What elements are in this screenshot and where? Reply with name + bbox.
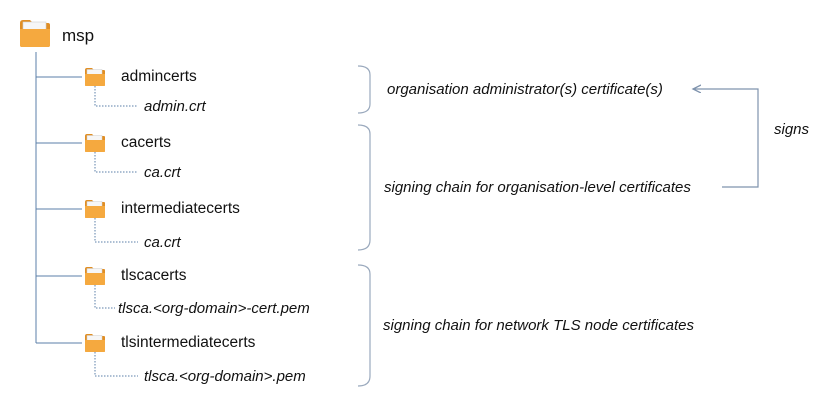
root-folder-label: msp bbox=[62, 26, 95, 45]
bracket-tls-chain bbox=[357, 264, 371, 387]
file-label-tlsca-cert-pem: tlsca.<org-domain>-cert.pem bbox=[118, 300, 310, 317]
folder-label-intermediatecerts: intermediatecerts bbox=[121, 200, 240, 217]
folder-label-tlsintermediatecerts: tlsintermediatecerts bbox=[121, 334, 256, 351]
signs-arrow bbox=[693, 89, 759, 188]
annotation-tls-signing-chain: signing chain for network TLS node certi… bbox=[383, 317, 694, 334]
connector-ca-crt-1 bbox=[94, 152, 138, 173]
annotation-admin-certificates: organisation administrator(s) certificat… bbox=[387, 81, 663, 98]
folder-icon bbox=[84, 132, 106, 153]
file-label-ca-crt: ca.crt bbox=[144, 234, 181, 251]
folder-label-tlscacerts: tlscacerts bbox=[121, 267, 187, 284]
signs-label: signs bbox=[774, 121, 810, 138]
bracket-signing-chain bbox=[357, 124, 371, 251]
folder-icon bbox=[84, 198, 106, 219]
folder-icon bbox=[84, 66, 106, 87]
brackets bbox=[357, 65, 371, 387]
connector-admin-crt bbox=[94, 86, 138, 107]
folder-label-cacerts: cacerts bbox=[121, 134, 171, 151]
connector-tlsca-pem bbox=[94, 352, 138, 377]
tree-trunk bbox=[35, 52, 82, 344]
file-label-tlsca-pem: tlsca.<org-domain>.pem bbox=[144, 368, 306, 385]
folder-icon bbox=[84, 265, 106, 286]
folder-icon bbox=[84, 332, 106, 353]
file-label-ca-crt: ca.crt bbox=[144, 164, 181, 181]
bracket-admin bbox=[357, 65, 371, 114]
folder-icon bbox=[18, 17, 52, 49]
file-connectors bbox=[94, 86, 138, 377]
connector-ca-crt-2 bbox=[94, 218, 138, 243]
file-label-admin-crt: admin.crt bbox=[144, 98, 206, 115]
connector-tlsca-cert bbox=[94, 285, 115, 309]
annotation-org-signing-chain: signing chain for organisation-level cer… bbox=[384, 179, 691, 196]
folder-label-admincerts: admincerts bbox=[121, 68, 197, 85]
